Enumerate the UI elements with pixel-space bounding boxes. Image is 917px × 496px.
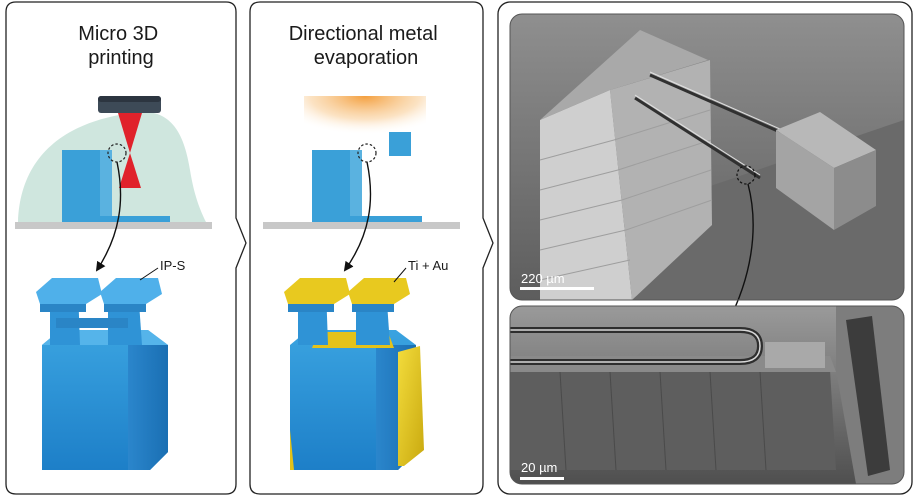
evaporation-schematic [263, 96, 460, 272]
scalebar-20-label: 20 µm [521, 460, 557, 475]
ti-au-pointer [393, 267, 407, 283]
bridge-wire-1 [649, 73, 781, 134]
substrate-2 [263, 222, 460, 229]
laser-beam-upper [118, 113, 142, 153]
printing-schematic [15, 96, 212, 272]
ip-s-structure-render [36, 267, 168, 470]
ledge-face [510, 370, 836, 470]
small-pillar-top [776, 112, 876, 168]
arrow-to-render-2 [343, 161, 372, 272]
arrow-to-render-1 [95, 161, 122, 272]
contact-pad [765, 342, 825, 368]
tall-pillar-side [610, 60, 712, 300]
substrate [15, 222, 212, 229]
ti-au-label: Ti + Au [408, 258, 448, 273]
panel-evaporation-title-line-2: evaporation [314, 47, 419, 69]
coated-structure-render [284, 267, 424, 470]
gold-cap-right [348, 278, 410, 304]
panel-evaporation-frame [249, 1, 494, 495]
sem-focus-marker [736, 165, 756, 185]
sem-closeup-image [510, 306, 904, 484]
ip-s-label: IP-S [160, 258, 186, 273]
scalebar-220 [520, 287, 594, 290]
ip-s-pointer [139, 267, 159, 281]
laser-beam-lower [119, 153, 141, 188]
small-pillar-side [834, 150, 876, 230]
panel-printing-title-line-2: printing [88, 47, 154, 69]
scalebar-220-label: 220 µm [521, 271, 565, 286]
small-pillar-front [776, 130, 834, 230]
panel-evaporation-title-line-1: Directional metal [289, 23, 438, 45]
panel-evaporation-title: Directional metal evaporation [289, 23, 444, 69]
tall-pillar-top [540, 30, 708, 120]
tall-pillar-front [540, 90, 632, 300]
sem-overview-image [510, 14, 904, 300]
bridge-wire-2 [634, 96, 761, 180]
printed-structure-2 [312, 150, 422, 222]
panel-printing-title-line-1: Micro 3D [78, 23, 158, 45]
printed-structure [62, 150, 170, 222]
gold-cap-left [284, 278, 350, 304]
panel-printing-title: Micro 3D printing [78, 23, 164, 69]
upper-block [389, 132, 411, 156]
scalebar-20 [520, 477, 564, 480]
panel-sem-frame [497, 1, 913, 495]
gold-side-coating [398, 346, 424, 466]
panel-printing-frame [5, 1, 247, 495]
